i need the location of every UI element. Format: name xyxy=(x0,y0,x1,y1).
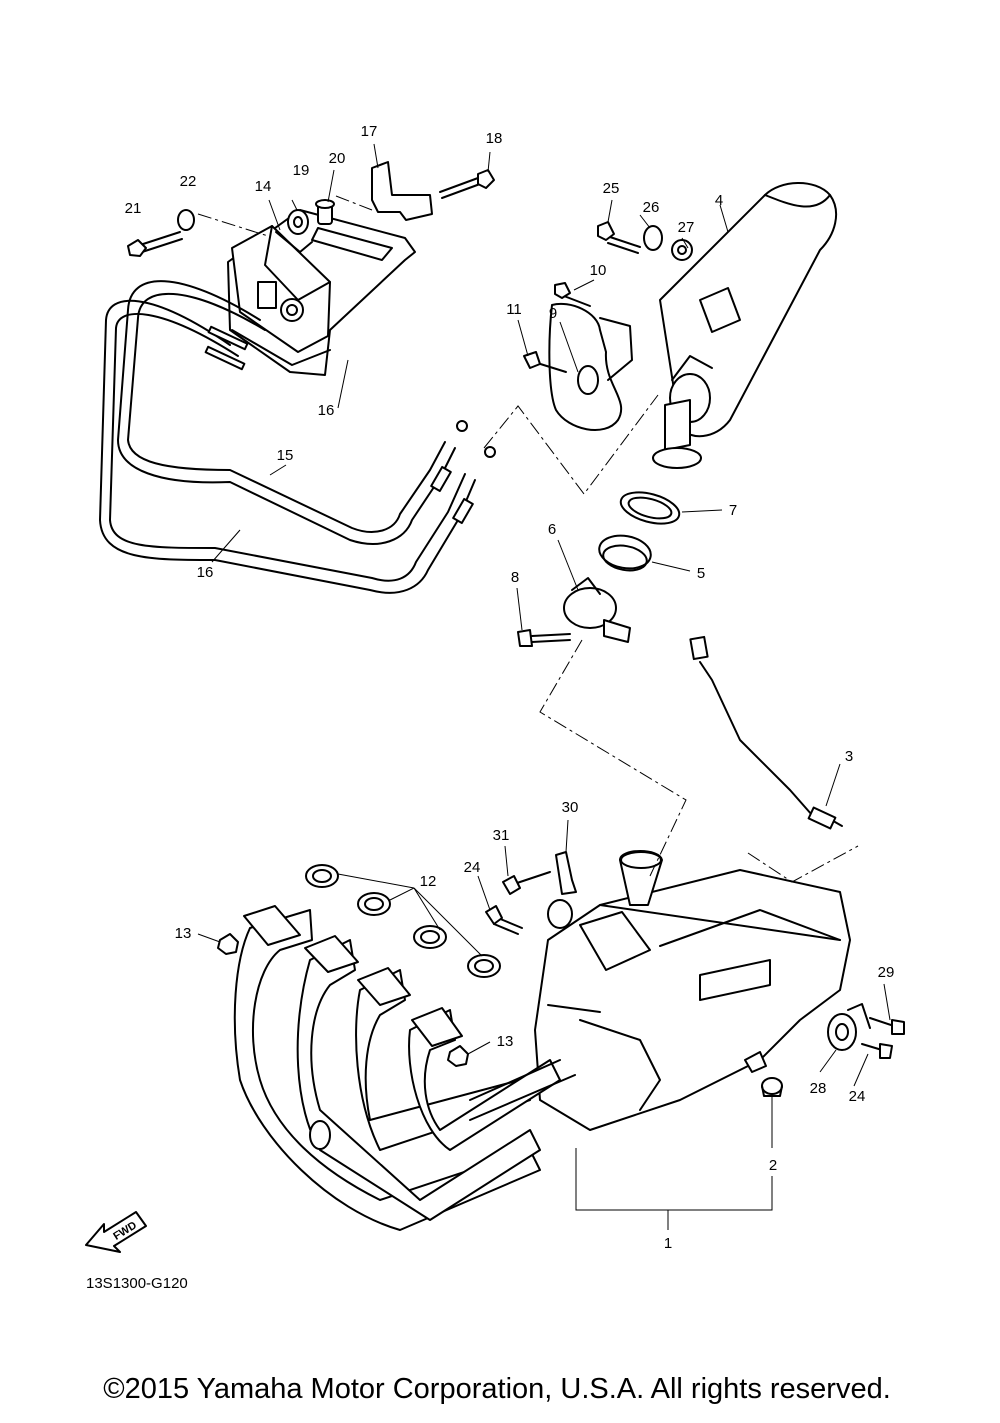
gasket-12-a xyxy=(305,864,339,888)
gasket-12-d xyxy=(467,954,501,978)
muffler-4 xyxy=(659,182,838,438)
callout-27: 27 xyxy=(678,219,695,236)
callout-21: 20 xyxy=(329,150,346,167)
exhaust-pipes xyxy=(233,909,576,1231)
callout-24-top: 24 xyxy=(464,859,481,876)
hanger xyxy=(744,1051,767,1073)
callout-3: 3 xyxy=(845,748,853,765)
callout-24-right: 24 xyxy=(849,1088,866,1105)
hose-clips xyxy=(204,325,496,525)
nut-13-a xyxy=(217,933,239,955)
callout-14: 14 xyxy=(255,178,272,195)
collar-21 xyxy=(315,199,335,225)
callout-19: 18 xyxy=(486,130,503,147)
bolt-22 xyxy=(127,231,183,257)
callout-20: 19 xyxy=(293,162,310,179)
callout-29: 29 xyxy=(878,964,895,981)
callout-31: 31 xyxy=(493,827,510,844)
callout-23: 22 xyxy=(180,173,197,190)
callout-9: 9 xyxy=(549,305,557,322)
washer-23 xyxy=(177,209,195,231)
callout-6: 6 xyxy=(548,521,556,538)
callout-16: 16 xyxy=(197,564,214,581)
canister-14 xyxy=(231,225,331,353)
bolt-8 xyxy=(517,629,571,647)
callout-26: 26 xyxy=(643,199,660,216)
stay-30 xyxy=(555,851,577,895)
callout-18: 17 xyxy=(361,123,378,140)
callout-28: 28 xyxy=(810,1080,827,1097)
callout-15: 15 xyxy=(277,447,294,464)
bolt-24-right xyxy=(861,1043,893,1059)
callout-labels: 17 18 19 20 22 14 21 25 4 26 27 10 11 9 … xyxy=(125,123,895,1252)
damper-28 xyxy=(827,1003,871,1051)
callout-13-left: 13 xyxy=(175,925,192,942)
o2-sensor-3 xyxy=(689,635,843,830)
nut-13-b xyxy=(447,1045,469,1067)
callout-22: 21 xyxy=(125,200,142,217)
bolt-24-top xyxy=(485,905,523,935)
gasket-7 xyxy=(619,491,681,525)
bolt-10 xyxy=(554,282,591,307)
flange-plates xyxy=(243,905,463,1047)
damper-block xyxy=(547,899,573,929)
copyright-text: ©2015 Yamaha Motor Corporation, U.S.A. A… xyxy=(103,1373,891,1405)
callout-2: 2 xyxy=(769,1157,777,1174)
leader-lines xyxy=(197,143,891,1230)
callout-11: 11 xyxy=(506,301,522,318)
callout-4: 4 xyxy=(715,192,723,209)
muffler-outlet xyxy=(652,399,702,469)
callout-10: 10 xyxy=(590,262,607,279)
gasket-5 xyxy=(598,534,652,572)
callout-30: 30 xyxy=(562,799,579,816)
damper-20 xyxy=(287,209,309,235)
gasket-12-b xyxy=(357,892,391,916)
hose-16 xyxy=(99,299,476,594)
callout-7: 7 xyxy=(729,502,737,519)
washer-26 xyxy=(643,225,663,251)
cap-2 xyxy=(761,1077,783,1097)
assembly-centerlines xyxy=(197,195,859,883)
hose-15 xyxy=(117,280,456,545)
clamp-6 xyxy=(563,577,631,643)
callout-25: 25 xyxy=(603,180,620,197)
collar-27 xyxy=(671,239,693,261)
callout-8: 8 xyxy=(511,569,519,586)
exhaust-assembly-1 xyxy=(534,850,851,1131)
callout-12: 12 xyxy=(420,873,437,890)
callout-17: 16 xyxy=(318,402,335,419)
drawing-code: 13S1300-G120 xyxy=(86,1275,188,1292)
gasket-12-c xyxy=(413,925,447,949)
callout-5: 5 xyxy=(697,565,705,582)
bolt-19 xyxy=(439,169,495,199)
callout-1: 1 xyxy=(664,1235,672,1252)
bolt-29 xyxy=(869,1017,905,1035)
protector-9 xyxy=(548,302,633,432)
callout-13-right: 13 xyxy=(497,1033,514,1050)
stay-18 xyxy=(371,161,433,221)
bolt-31 xyxy=(502,871,551,895)
fwd-arrow-icon: FWD xyxy=(85,1211,147,1253)
bolt-25 xyxy=(597,221,641,254)
